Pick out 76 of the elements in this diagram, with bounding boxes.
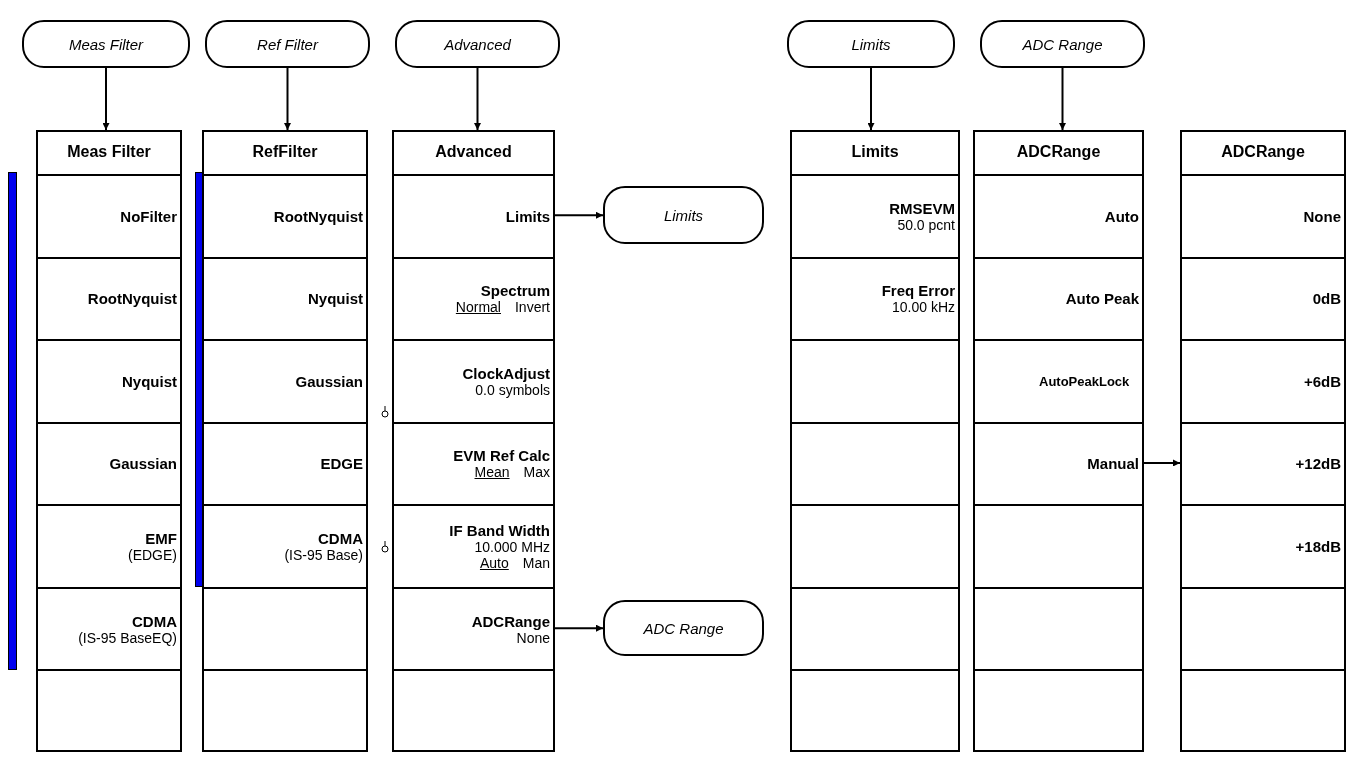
softkey-label: EMF — [145, 530, 177, 548]
menu-terminator — [980, 20, 1145, 68]
softkey-label: Manual — [1087, 455, 1139, 473]
arrow — [474, 67, 481, 131]
terminator-label: ADC Range — [643, 619, 724, 637]
softkey-label: 0dB — [1312, 290, 1341, 308]
softkey-label: IF Band Width — [449, 522, 550, 540]
softkey-value: Mean — [474, 464, 510, 481]
terminator-label: Advanced — [444, 35, 511, 53]
softkey-label: AutoPeakLock — [1039, 373, 1131, 389]
menu-terminator — [205, 20, 370, 68]
softkey-label: CDMA — [132, 612, 177, 630]
menu-column — [392, 130, 555, 752]
softkey-value: Man — [522, 555, 550, 572]
menu-column — [1180, 130, 1346, 752]
softkey-label: Freq Error — [881, 282, 955, 300]
menu-title: Meas Filter — [67, 143, 151, 161]
softkey-value: (IS-95 BaseEQ) — [78, 629, 177, 646]
menu-column — [36, 130, 182, 752]
softkey-label: +6dB — [1303, 372, 1341, 390]
menu-title: ADCRange — [1221, 143, 1305, 161]
softkey-label: EVM Ref Calc — [453, 447, 550, 465]
softkey-label: RootNyquist — [273, 207, 363, 225]
softkey-value: Auto — [479, 555, 509, 572]
terminator-label: ADC Range — [1022, 35, 1103, 53]
arrow — [552, 211, 604, 219]
menu-title: RefFilter — [252, 143, 318, 161]
arrow — [1059, 67, 1066, 131]
softkey-label: Limits — [505, 207, 550, 225]
softkey-label: RootNyquist — [87, 290, 177, 308]
terminator-label: Limits — [851, 35, 891, 53]
terminator-label: Meas Filter — [68, 35, 144, 53]
softkey-value: Normal — [455, 299, 501, 316]
softkey-value: 0.0 symbols — [475, 381, 550, 398]
softkey-label: ClockAdjust — [462, 364, 550, 382]
softkey-label: NoFilter — [120, 207, 177, 225]
softkey-value: (IS-95 Base) — [284, 547, 363, 564]
softkey-label: Nyquist — [122, 372, 177, 390]
menu-terminator — [22, 20, 190, 68]
softkey-value: 50.0 pcnt — [897, 216, 955, 233]
softkey-label: EDGE — [320, 455, 363, 473]
softkey-label: RMSEVM — [889, 199, 955, 217]
terminator-label: Ref Filter — [257, 35, 318, 53]
softkey-value: (EDGE) — [128, 547, 177, 564]
menu-title: ADCRange — [1016, 143, 1101, 161]
softkey-label: Nyquist — [308, 290, 363, 308]
menu-terminator — [603, 186, 764, 244]
softkey-label: Spectrum — [480, 282, 550, 300]
softkey-label: Auto — [1104, 207, 1139, 225]
arrow — [284, 67, 291, 131]
softkey-value: 10.000 MHz — [474, 539, 550, 556]
menu-column — [973, 130, 1144, 752]
softkey-label: Gaussian — [295, 372, 363, 390]
menu-title: Advanced — [435, 143, 512, 161]
arrow — [867, 67, 875, 131]
softkey-label: Gaussian — [109, 455, 177, 473]
menu-terminator — [603, 600, 764, 656]
menu-column — [202, 130, 368, 752]
arrow — [1141, 459, 1181, 467]
arrow — [552, 624, 604, 632]
softkey-value: 10.00 kHz — [891, 299, 955, 316]
menu-terminator — [395, 20, 560, 68]
softkey-label: None — [1303, 207, 1341, 225]
menu-title: Limits — [851, 143, 899, 161]
softkey-label: CDMA — [318, 530, 363, 548]
softkey-label: +12dB — [1295, 455, 1341, 473]
softkey-label: +18dB — [1295, 538, 1341, 556]
softkey-label: ADCRange — [471, 612, 550, 630]
softkey-value: None — [516, 629, 550, 646]
terminator-label: Limits — [663, 206, 704, 224]
softkey-value: Invert — [515, 299, 550, 316]
menu-terminator — [787, 20, 955, 68]
softkey-label: Auto Peak — [1065, 290, 1139, 308]
arrow — [102, 67, 110, 131]
menu-column — [790, 130, 960, 752]
softkey-value: Max — [523, 464, 550, 481]
